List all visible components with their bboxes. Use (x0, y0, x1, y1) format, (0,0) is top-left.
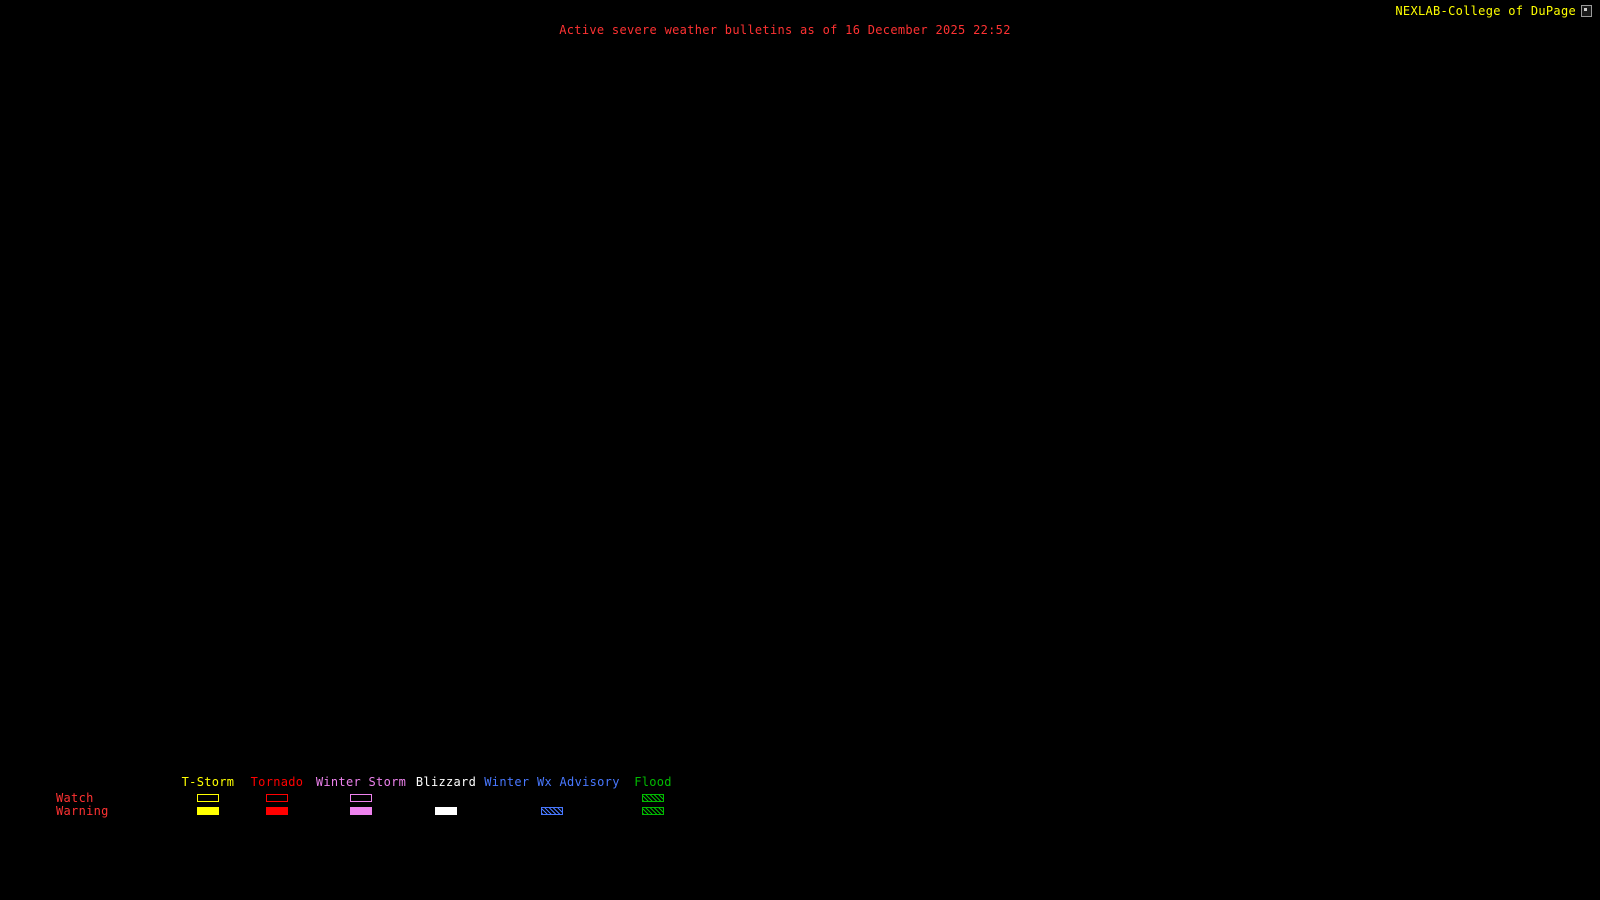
legend-cell (350, 804, 372, 817)
page-title: Active severe weather bulletins as of 16… (559, 23, 1011, 37)
legend-category-label-winter-wx-advisory: Winter Wx Advisory (484, 775, 620, 789)
legend-category-label-tornado: Tornado (250, 775, 304, 789)
legend-row-label-watch: Watch (56, 790, 94, 805)
brand: NEXLAB-College of DuPage (1395, 4, 1592, 18)
legend-swatch-tstorm-watch (197, 793, 219, 802)
legend-swatch-tstorm-warning (197, 806, 219, 815)
brand-text: NEXLAB-College of DuPage (1395, 4, 1576, 18)
legend-cell (541, 804, 563, 817)
legend-category-label-tstorm: T-Storm (181, 775, 235, 789)
legend-swatch-flood-warning (642, 806, 664, 815)
legend-cell (642, 791, 664, 804)
legend-swatch-winter-storm-watch (350, 793, 372, 802)
legend-cell (642, 804, 664, 817)
legend-swatch-flood-watch (642, 793, 664, 802)
legend-swatch-tornado-warning (266, 806, 288, 815)
legend-empty-header (56, 775, 64, 791)
legend-swatch-tornado-watch (266, 793, 288, 802)
legend-cell (266, 804, 288, 817)
legend-col-tornado: Tornado (250, 775, 304, 817)
legend-category-label-flood: Flood (634, 775, 672, 789)
legend-col-winter-wx-advisory: Winter Wx Advisory (484, 775, 619, 817)
legend-swatch-winter-storm-warning (350, 806, 372, 815)
broken-image-icon (1581, 5, 1592, 17)
legend-col-tstorm: T-Storm (180, 775, 236, 817)
legend-row-labels: Watch Warning (56, 775, 166, 818)
legend-cell (435, 804, 457, 817)
legend-col-winter-storm: Winter Storm (315, 775, 407, 817)
legend-category-label-blizzard: Blizzard (415, 775, 477, 789)
legend-cell (197, 804, 219, 817)
legend-cell (266, 791, 288, 804)
legend: Watch Warning T-Storm Tornado Winter Sto… (56, 775, 676, 818)
legend-swatch-winter-wx-advisory-warning (541, 806, 563, 815)
legend-cell (541, 791, 563, 804)
legend-cell (350, 791, 372, 804)
legend-col-flood: Flood (630, 775, 676, 817)
legend-col-blizzard: Blizzard (415, 775, 477, 817)
legend-cell (435, 791, 457, 804)
legend-cell (197, 791, 219, 804)
legend-row-label-warning: Warning (56, 803, 109, 818)
legend-swatch-blizzard-warning (435, 806, 457, 815)
legend-category-label-winter-storm: Winter Storm (315, 775, 407, 789)
